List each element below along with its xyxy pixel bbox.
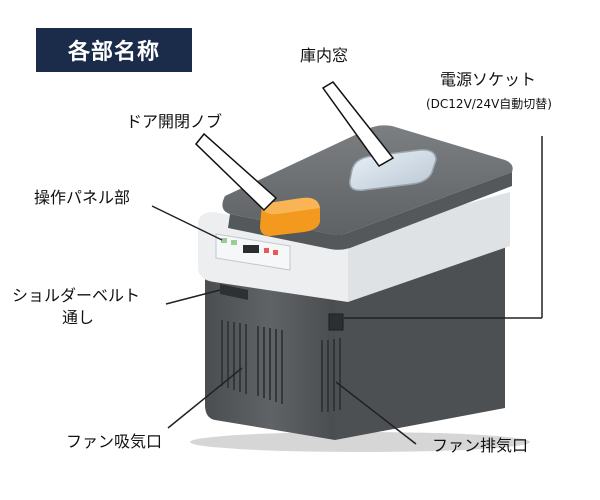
panel-display — [243, 245, 259, 253]
label-control-panel: 操作パネル部 — [34, 188, 131, 207]
floor-shadow — [190, 432, 530, 452]
label-power-socket-note: (DC12V/24V自動切替) — [426, 97, 552, 111]
power-socket-port — [328, 313, 344, 331]
label-exhaust-fan: ファン排気口 — [432, 436, 529, 455]
label-intake-fan: ファン吸気口 — [66, 432, 163, 451]
panel-button — [273, 250, 278, 255]
intake-vent-grille — [221, 320, 283, 404]
inner-window-glass — [349, 149, 437, 192]
panel-button — [221, 238, 227, 243]
label-shoulder-belt-line2: 通し — [62, 308, 95, 327]
leader-exhaust-fan — [335, 381, 417, 445]
arrow-inner-window-shaft — [321, 81, 395, 167]
label-inner-window: 庫内窓 — [300, 46, 349, 65]
page-title: 各部名称 — [36, 28, 192, 72]
leader-shoulder-belt — [165, 289, 221, 305]
leader-intake-fan — [167, 367, 243, 429]
door-knob-top — [262, 197, 320, 215]
label-door-knob: ドア開閉ノブ — [126, 112, 223, 131]
exhaust-vent-grille — [321, 338, 341, 412]
shoulder-belt-slot — [220, 284, 248, 300]
leader-control-panel — [151, 205, 223, 241]
panel-button — [231, 240, 237, 245]
label-power-socket: 電源ソケット — [440, 70, 537, 89]
cooler-band-side — [348, 192, 510, 302]
arrow-door-knob-shaft — [194, 132, 278, 212]
panel-button — [264, 248, 269, 253]
label-shoulder-belt-line1: ショルダーベルト — [12, 286, 141, 305]
